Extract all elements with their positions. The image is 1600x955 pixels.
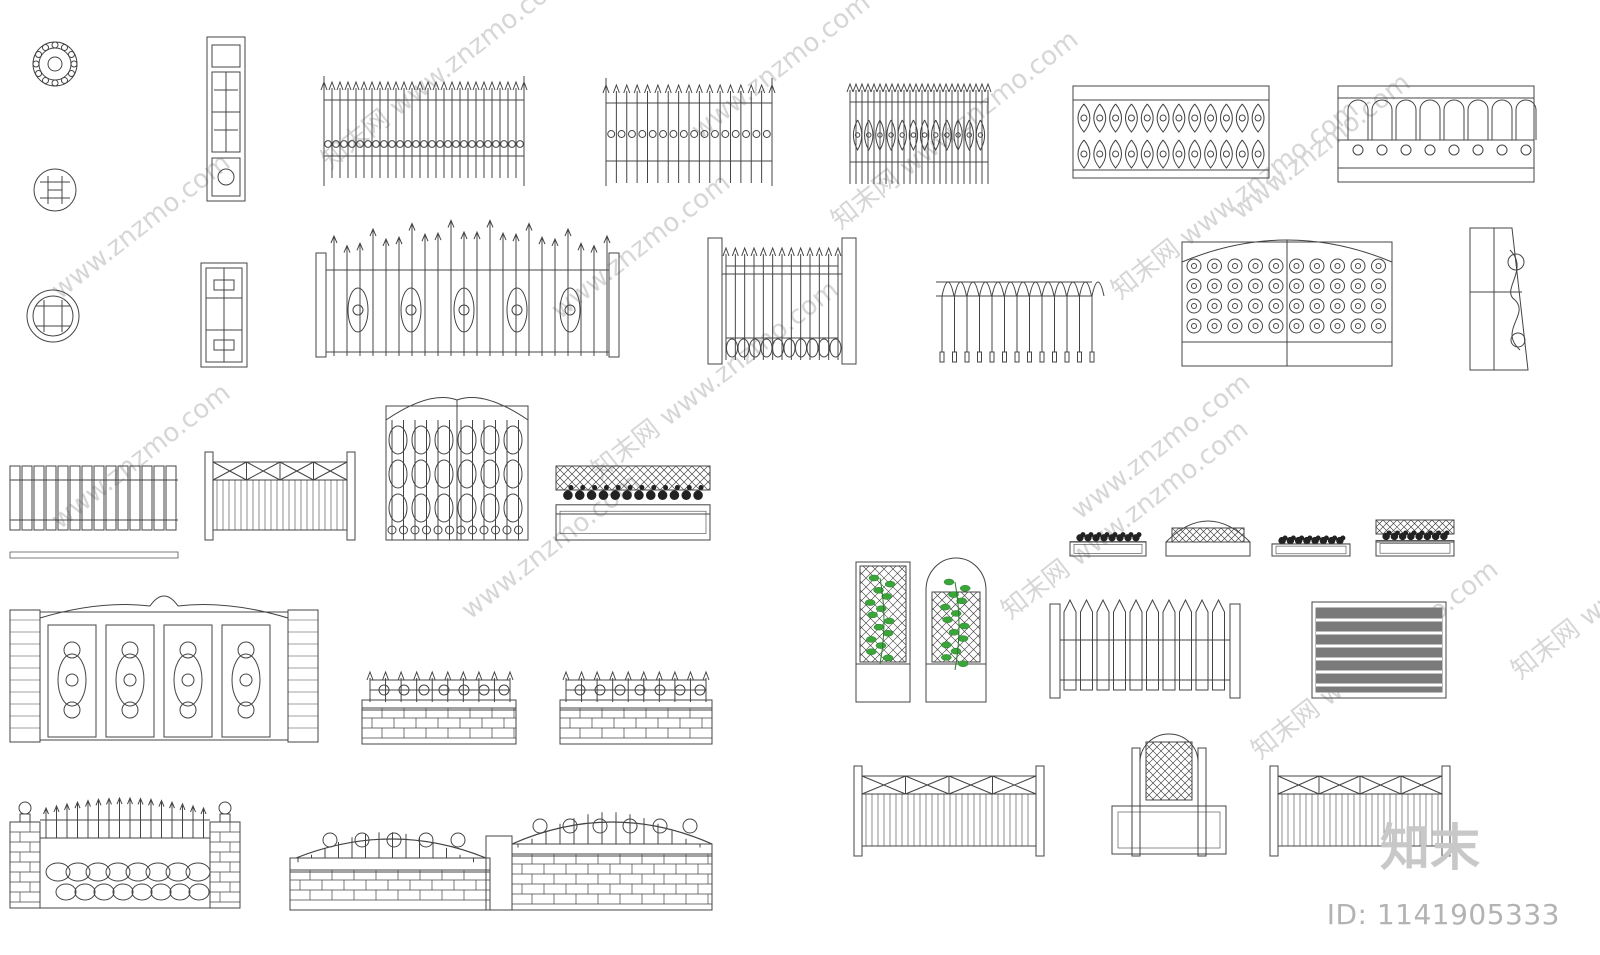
- spear-fence-3: [846, 82, 992, 184]
- round-medallion-3: [26, 289, 80, 343]
- gothic-fence: [936, 281, 1105, 363]
- watermark-text: www.znzmo.com: [686, 0, 876, 146]
- x-brace-fence-1: [204, 451, 356, 541]
- x-brace-fence-2: [853, 765, 1045, 857]
- round-medallion-1: [32, 41, 78, 87]
- arch-planter: [1165, 520, 1251, 557]
- trapezoid-panel: [1469, 227, 1529, 371]
- planter-lattice-1: [555, 465, 711, 541]
- brand-logo: 知末: [1380, 819, 1480, 877]
- ornate-railing-1: [1072, 85, 1270, 179]
- small-planter-3: [1375, 519, 1455, 557]
- arch-trellis-planter: [1111, 733, 1227, 857]
- scroll-double-gate: [1181, 239, 1393, 367]
- watermark-text: www.znzmo.com: [46, 378, 236, 536]
- arched-spear-gate: [315, 219, 620, 358]
- id-label: ID: 1141905333: [1326, 898, 1560, 931]
- spear-fence-1: [320, 76, 528, 186]
- arched-wall-fence: [289, 812, 713, 911]
- watermark-text: www.znzmo.com: [1226, 68, 1416, 226]
- x-brace-fence-3: [1269, 765, 1451, 857]
- watermark-text: www.znzmo.com: [46, 148, 236, 306]
- wall-railing-2: [559, 670, 713, 745]
- cad-items: [9, 36, 1537, 911]
- pillared-fence: [707, 237, 857, 365]
- watermark-text: 知末网 www.znzmo.com: [1506, 475, 1600, 686]
- spear-fence-2: [602, 78, 776, 186]
- small-planter-2: [1271, 535, 1351, 557]
- grand-ornate-gate: [9, 595, 319, 743]
- small-planter-1: [1069, 532, 1147, 557]
- plank-fence: [9, 465, 179, 559]
- picket-fence: [1049, 598, 1241, 699]
- lamp-pillar-fence: [9, 796, 241, 909]
- watermark-text: 知末网 www.znzmo.com: [586, 275, 844, 486]
- ornate-tall-gate: [385, 397, 529, 541]
- trellis-planter-1: [855, 561, 911, 703]
- arched-railing: [1337, 85, 1537, 183]
- lattice-panel-small: [200, 262, 248, 368]
- slat-screen: [1311, 601, 1447, 699]
- lattice-panel-tall: [206, 36, 246, 202]
- watermark-text: 知末网 www.znzmo.com: [316, 0, 574, 176]
- round-medallion-2: [33, 168, 77, 212]
- trellis-planter-2: [925, 557, 987, 703]
- wall-railing-1: [361, 670, 517, 745]
- watermark-text: 知末网 www.znzmo.com: [996, 415, 1254, 626]
